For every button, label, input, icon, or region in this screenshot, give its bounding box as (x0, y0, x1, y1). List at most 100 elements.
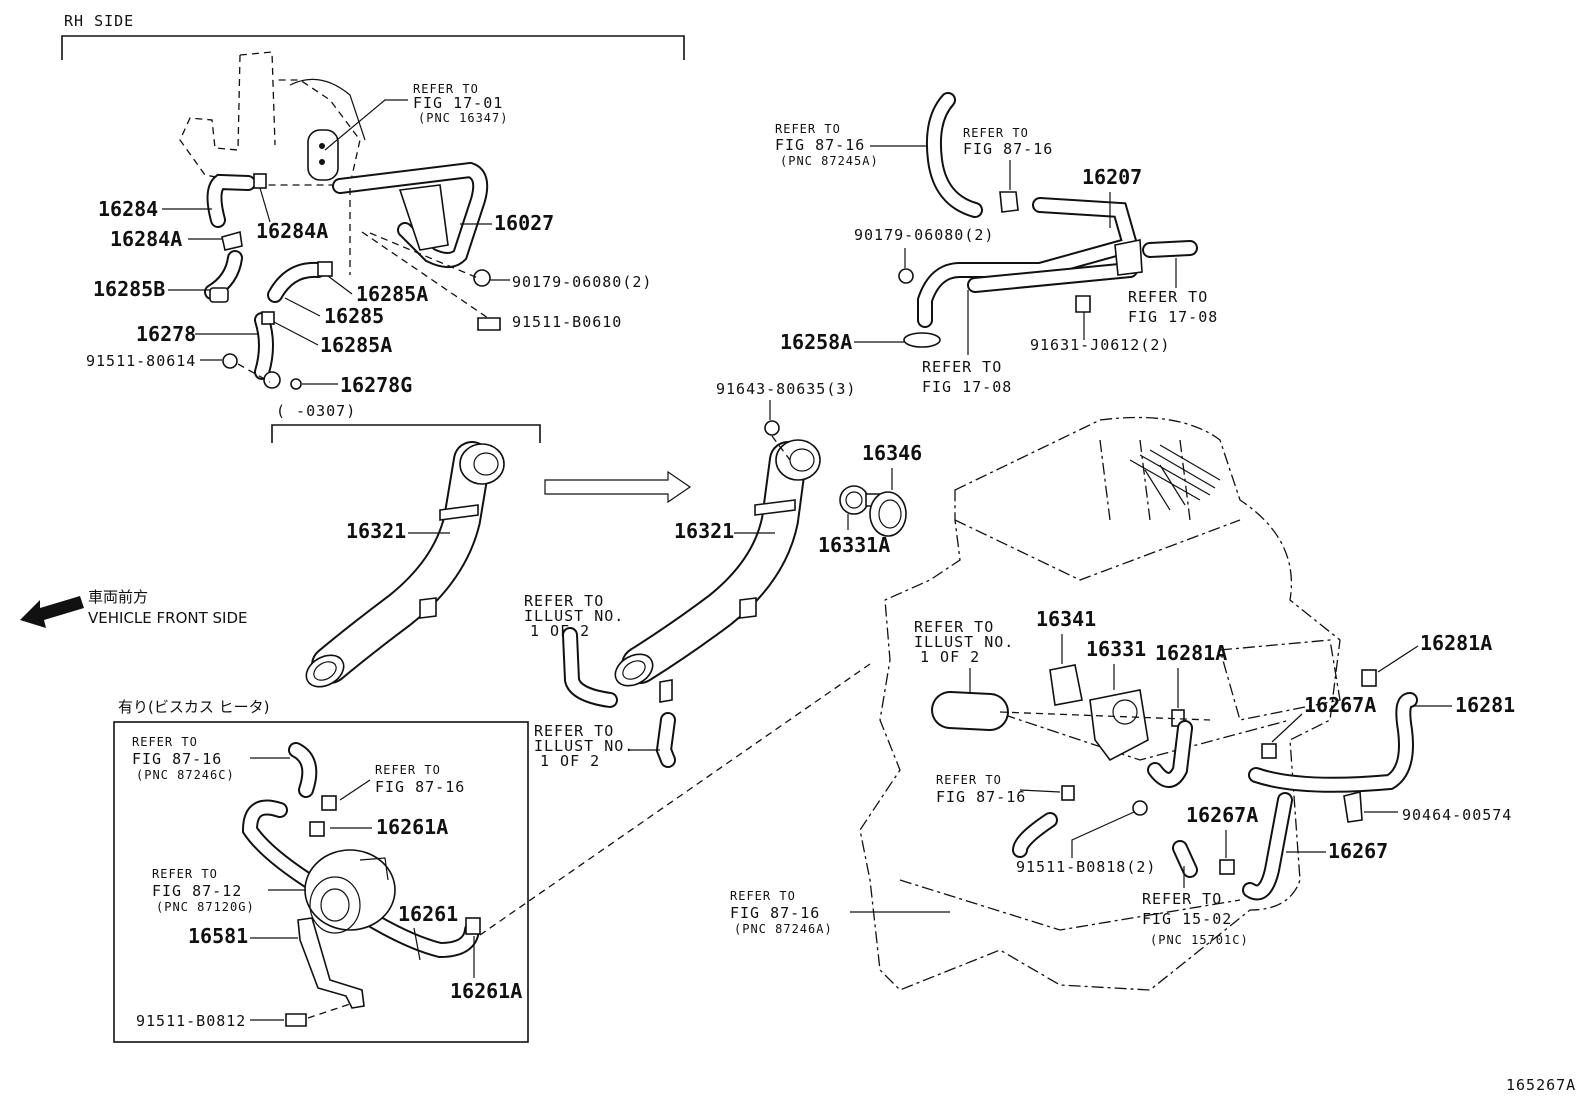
svg-text:REFER TO: REFER TO (534, 722, 614, 740)
engine-contour (289, 78, 366, 141)
svg-text:FIG 87-12: FIG 87-12 (152, 882, 242, 900)
bolt-91511-B0812 (285, 1013, 307, 1027)
label-16321-left: 16321 (346, 519, 406, 543)
label-91511-B0818: 91511-B0818(2) (1016, 858, 1156, 876)
gasket-16258A (903, 332, 941, 348)
clamp-16284A-mid (253, 173, 267, 189)
refer-fig-87-16-pnc-87245a: REFER TO FIG 87-16 (PNC 87245A) (775, 122, 879, 168)
svg-text:REFER TO: REFER TO (914, 618, 994, 636)
svg-text:FIG 17-08: FIG 17-08 (1128, 308, 1218, 326)
figure-id: 165267A (1506, 1076, 1576, 1094)
bolt-91631-J0612 (1075, 295, 1091, 313)
label-16278G: 16278G (340, 373, 412, 397)
svg-text:FIG 17-01: FIG 17-01 (413, 94, 503, 112)
water-inlet-16331 (1089, 689, 1149, 762)
period-bracket (271, 424, 541, 443)
heater-pipe-section: REFER TO FIG 87-16 (PNC 87245A) REFER TO… (775, 92, 1218, 396)
engine-outline (859, 416, 1341, 991)
thermostat-section: 16321 91643-80635(3) 16346 16331A REFER … (524, 380, 922, 770)
label-16285A-upper: 16285A (356, 282, 428, 306)
vehicle-front-jp: 車両前方 (88, 588, 148, 606)
pipe-16207-a (917, 197, 1140, 328)
label-16285: 16285 (324, 304, 384, 328)
refer-illust-c: REFER TO ILLUST NO. 1 OF 2 (914, 618, 1014, 666)
label-16267: 16267 (1328, 839, 1388, 863)
rh-side-label: RH SIDE (64, 12, 134, 30)
svg-text:ILLUST NO.: ILLUST NO. (524, 607, 624, 625)
svg-text:FIG 15-02: FIG 15-02 (1142, 910, 1232, 928)
svg-text:1 OF 2: 1 OF 2 (920, 648, 980, 666)
engine-hatch (1129, 444, 1221, 511)
rh-side-section: RH SIDE REFER TO (61, 12, 685, 397)
label-90179-06080-left: 90179-06080(2) (512, 273, 652, 291)
label-91631-J0612: 91631-J0612(2) (1030, 336, 1170, 354)
pipe-bracket-16027 (398, 184, 449, 251)
clamp-16285A-lower (261, 311, 275, 325)
label-90179-06080-right: 90179-06080(2) (854, 226, 994, 244)
svg-text:(PNC 87246A): (PNC 87246A) (734, 922, 833, 936)
label-91511-B0610: 91511-B0610 (512, 313, 622, 331)
clamp-16261A-upper (309, 821, 325, 837)
clamp-16285A-upper (317, 261, 333, 277)
svg-text:REFER TO: REFER TO (152, 867, 218, 881)
refer-fig-87-16-pnc-87246a: REFER TO FIG 87-16 (PNC 87246A) (730, 889, 833, 936)
svg-text:(PNC 87246C): (PNC 87246C) (136, 768, 235, 782)
svg-text:FIG 87-16: FIG 87-16 (375, 778, 465, 796)
viscous-heater-leader (479, 663, 871, 936)
label-16261A-upper: 16261A (376, 815, 448, 839)
viscous-heater-body (304, 849, 396, 931)
svg-text:1 OF 2: 1 OF 2 (530, 622, 590, 640)
nut-90179-06080-left (473, 269, 491, 287)
label-16281: 16281 (1455, 693, 1515, 717)
clamp-16267A-lower (1219, 859, 1235, 875)
label-16261A-lower: 16261A (450, 979, 522, 1003)
flange-16321-right (775, 439, 821, 481)
label-16278: 16278 (136, 322, 196, 346)
label-16258A: 16258A (780, 330, 852, 354)
label-16285B: 16285B (93, 277, 165, 301)
svg-text:REFER TO: REFER TO (922, 358, 1002, 376)
svg-text:REFER TO: REFER TO (963, 126, 1029, 140)
label-91511-B0812: 91511-B0812 (136, 1012, 246, 1030)
refer-fig-87-16-f: REFER TO FIG 87-16 (375, 763, 465, 796)
clamp-16284A-left (221, 230, 243, 251)
svg-text:1 OF 2: 1 OF 2 (540, 752, 600, 770)
svg-text:FIG 87-16: FIG 87-16 (730, 904, 820, 922)
gasket-16278G (290, 378, 302, 390)
arrow-right (544, 470, 692, 504)
svg-text:FIG 87-16: FIG 87-16 (963, 140, 1053, 158)
vehicle-front-indicator: 車両前方 VEHICLE FRONT SIDE (20, 588, 248, 628)
label-16284A-mid: 16284A (256, 219, 328, 243)
svg-text:REFER TO: REFER TO (730, 889, 796, 903)
label-90464-00574: 90464-00574 (1402, 806, 1512, 824)
nut-90179-06080-right (898, 268, 914, 284)
svg-text:(PNC 87120G): (PNC 87120G) (156, 900, 255, 914)
refer-fig-15-02: REFER TO FIG 15-02 (PNC 15701C) (1142, 890, 1249, 947)
label-16331: 16331 (1086, 637, 1146, 661)
clamp-16267A-upper (1261, 743, 1277, 759)
refer-fig-17-08-a: REFER TO FIG 17-08 (922, 358, 1011, 396)
pipe-bracket-16207 (1114, 239, 1143, 276)
refer-illust-a: REFER TO ILLUST NO. 1 OF 2 (524, 592, 624, 640)
svg-text:(PNC 87245A): (PNC 87245A) (780, 154, 879, 168)
label-16346: 16346 (862, 441, 922, 465)
union-16285B (209, 287, 229, 303)
bolt-91511-B0818 (1132, 800, 1148, 816)
svg-text:REFER TO: REFER TO (524, 592, 604, 610)
svg-text:REFER TO: REFER TO (1128, 288, 1208, 306)
viscous-heater-box (113, 721, 529, 1043)
label-16281A-mid: 16281A (1155, 641, 1227, 665)
label-16261: 16261 (398, 902, 458, 926)
clamp-16281A-right (1361, 669, 1377, 687)
refer-fig-17-08-b: REFER TO FIG 17-08 (1128, 288, 1218, 326)
label-16027: 16027 (494, 211, 554, 235)
svg-text:ILLUST NO.: ILLUST NO. (914, 633, 1014, 651)
union-16278 (263, 371, 281, 389)
bolt-91511-80614 (222, 353, 238, 369)
svg-text:FIG 87-16: FIG 87-16 (775, 136, 865, 154)
label-16267A-lower: 16267A (1186, 803, 1258, 827)
heater-unit-outline (1219, 639, 1341, 721)
svg-text:(PNC 15701C): (PNC 15701C) (1150, 933, 1249, 947)
vehicle-front-en: VEHICLE FRONT SIDE (88, 609, 248, 627)
